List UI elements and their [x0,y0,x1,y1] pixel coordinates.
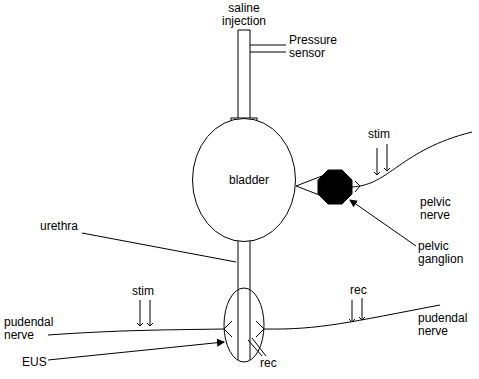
ganglion-label: pelvic ganglion [418,240,476,266]
urethra-label: urethra [40,220,100,233]
stim-label: stim [368,128,408,141]
nerve-label: pudendal nerve [4,316,64,342]
sensor-label: Pressure sensor [289,34,349,60]
injection-label: saline injection [212,2,276,28]
stim-label: stim [132,285,172,298]
organ-name: bladder [219,173,269,187]
nerve-label: pudendal nerve [418,312,476,338]
nerve-label: pelvic nerve [420,196,470,222]
rec-label: rec [350,284,390,297]
rec-label: rec [260,357,300,370]
bladder-ellipse: bladder [192,118,296,242]
eus-label: EUS [22,356,62,369]
